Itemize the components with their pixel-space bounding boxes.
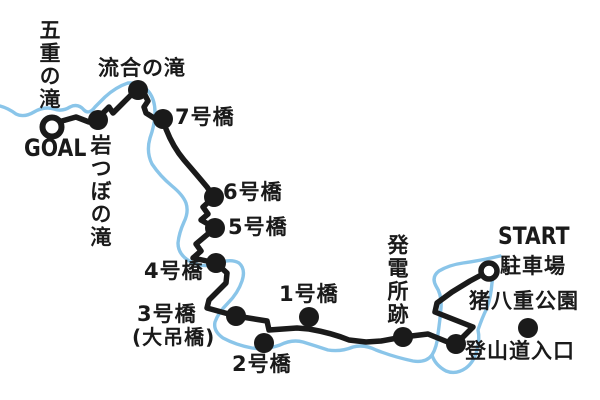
label-goal: GOAL	[24, 134, 87, 162]
label-bridge-7: 7号橋	[175, 105, 235, 129]
river-branch-path	[430, 264, 496, 375]
waypoint-dot-power-plant-ruins	[393, 327, 413, 347]
waypoint-dot-bridge-1	[299, 307, 319, 327]
label-start: START	[498, 222, 570, 250]
waypoint-dot-iwatsubo-falls	[88, 110, 108, 130]
goal-terminal-circle	[39, 114, 65, 140]
label-bridge-4: 4号橋	[144, 259, 204, 283]
label-ryugo-falls: 流合の滝	[98, 56, 186, 80]
label-bridge-1: 1号橋	[279, 282, 339, 306]
label-parking: 駐車場	[500, 254, 566, 278]
waypoint-dot-trailhead	[446, 334, 466, 354]
start-terminal-circle	[478, 260, 500, 282]
label-bridge-6: 6号橋	[223, 180, 283, 204]
label-power-plant-ruins: 発電所跡	[385, 234, 410, 326]
label-trailhead: 登山道入口	[465, 339, 575, 363]
waypoint-dot-bridge-3	[226, 306, 246, 326]
label-bridge-5: 5号橋	[228, 215, 288, 239]
label-iwatsubo-falls: 岩つぼの滝	[88, 134, 113, 249]
label-inohae-park: 猪八重公園	[469, 289, 579, 313]
waypoint-dot-inohae-park	[518, 318, 538, 338]
waypoint-dot-bridge-2	[254, 333, 274, 353]
label-bridge-2: 2号橋	[232, 352, 292, 376]
waypoint-dot-ryugo-falls	[128, 80, 148, 100]
label-bridge-3-note: (大吊橋)	[132, 325, 216, 349]
waypoint-dot-bridge-4	[206, 253, 226, 273]
waypoint-dot-bridge-7	[153, 109, 173, 129]
label-goju-falls: 五重の滝	[37, 19, 62, 111]
label-bridge-3: 3号橋	[137, 302, 197, 326]
waypoint-dot-bridge-6	[204, 187, 224, 207]
waypoint-dot-bridge-5	[205, 218, 225, 238]
